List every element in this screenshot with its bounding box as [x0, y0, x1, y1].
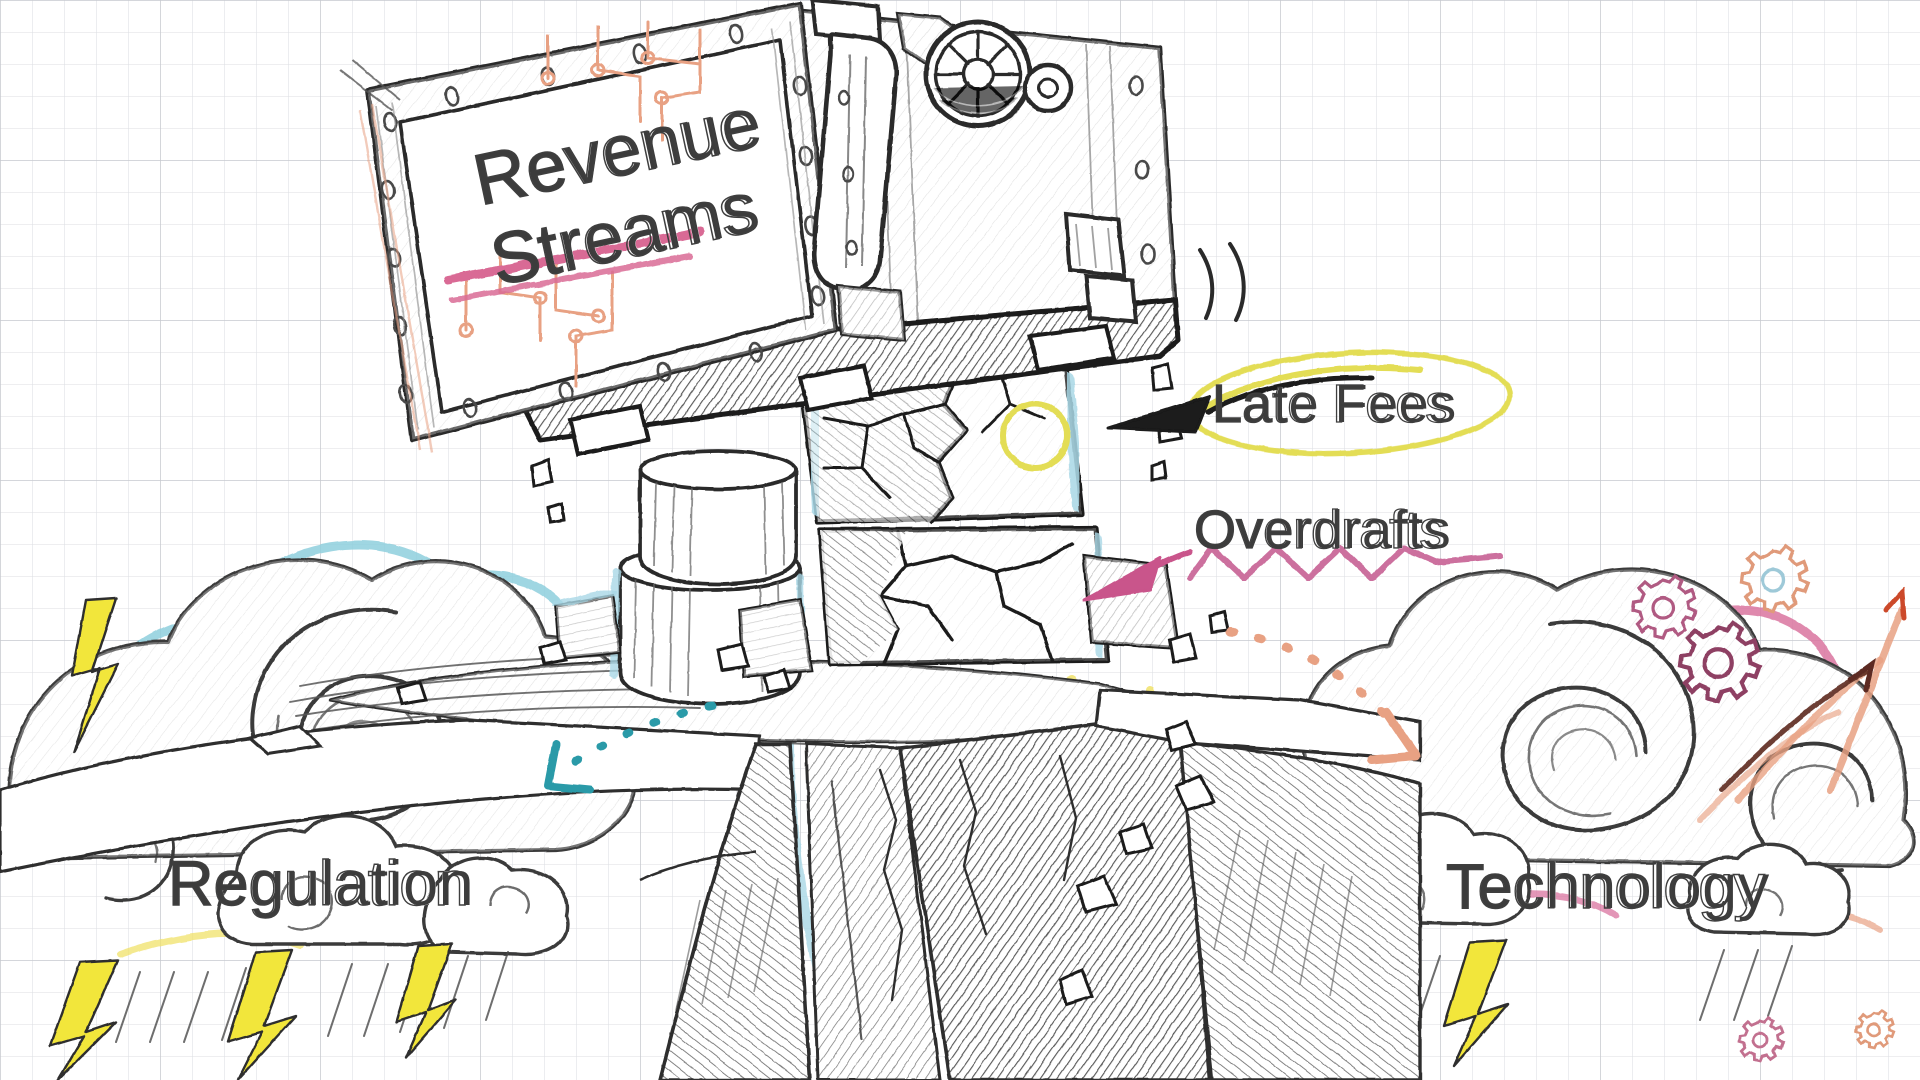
cloud-label-technology: Technology	[1446, 852, 1770, 922]
annotation-label-late-fees-outline: Late Fees	[1212, 374, 1452, 434]
safe-label-underline	[443, 227, 705, 303]
combination-wheel[interactable]	[895, 11, 1074, 129]
gear-icon-3	[1678, 620, 1762, 704]
regulation-arrowhead	[544, 740, 594, 794]
regulation-puff-swirls	[280, 875, 530, 931]
rock-left-of-pedestal	[552, 588, 623, 660]
regulation-lower-puffs	[216, 814, 570, 957]
chasm-cracks	[878, 754, 1078, 1002]
technology-cloud-body	[1300, 567, 1917, 869]
chasm-right-wall	[897, 714, 1212, 1080]
lightning-bolt-3	[226, 948, 298, 1080]
annotation-label-late-fees: Late Fees	[1212, 374, 1457, 434]
lightning-bolt-technology	[1442, 938, 1510, 1068]
cloud-label-regulation: Regulation	[168, 849, 474, 919]
cliff-right-shelf	[1094, 688, 1422, 1080]
late-fees-target-marker	[1000, 401, 1070, 471]
safe-hinges	[1063, 211, 1139, 325]
safe-revenue-streams[interactable]: Revenue Revenue Streams Streams	[339, 0, 1246, 457]
safe-handle[interactable]	[809, 0, 907, 343]
regulation-lightning-bolts	[48, 596, 458, 1080]
annotation-label-overdrafts-outline: Overdrafts	[1194, 500, 1446, 560]
chasm-fine-hatch	[675, 829, 1353, 1011]
connector-technology	[1225, 627, 1421, 765]
gear-icon-1	[1631, 573, 1699, 640]
block-fragment-right	[1081, 553, 1181, 651]
late-fees-arrow-highlight	[1195, 364, 1423, 415]
annotation-late-fees[interactable]: Late Fees Late Fees	[1106, 345, 1513, 462]
lightning-bolt-4	[394, 942, 458, 1060]
late-fees-arrow	[1106, 375, 1375, 434]
motion-lines	[1198, 242, 1246, 322]
cloud-label-technology-outline: Technology	[1446, 852, 1765, 922]
connector-regulation	[544, 702, 716, 794]
technology-gears	[1631, 544, 1896, 1063]
lightning-bolt-2	[48, 958, 120, 1080]
technology-arrowhead	[1367, 707, 1421, 765]
technology-dotted-path	[1225, 627, 1413, 749]
cloud-label-regulation-outline: Regulation	[168, 849, 469, 919]
regulation-dotted-path	[556, 702, 716, 776]
gear-icon-4	[1737, 1015, 1785, 1063]
gear-icon-5	[1854, 1009, 1896, 1050]
overdrafts-zigzag-underline	[1187, 545, 1503, 581]
cliff-left-shelf	[0, 718, 762, 874]
overdrafts-arrow	[1082, 549, 1193, 602]
safe-door	[339, 1, 839, 453]
cracked-block-lower	[817, 525, 1111, 667]
cloud-technology[interactable]: Technology Technology	[1300, 544, 1917, 1068]
chasm-void	[804, 742, 942, 1080]
technology-upward-arrows	[1697, 585, 1907, 823]
lightning-bolt-1	[70, 596, 120, 754]
annotation-label-overdrafts: Overdrafts	[1194, 500, 1451, 560]
annotation-overdrafts[interactable]: Overdrafts Overdrafts	[1082, 499, 1503, 602]
safe-underside	[517, 297, 1181, 457]
technology-swirl-large	[1500, 619, 1696, 833]
gear-icon-2	[1739, 544, 1810, 614]
rock-mid	[738, 597, 815, 678]
